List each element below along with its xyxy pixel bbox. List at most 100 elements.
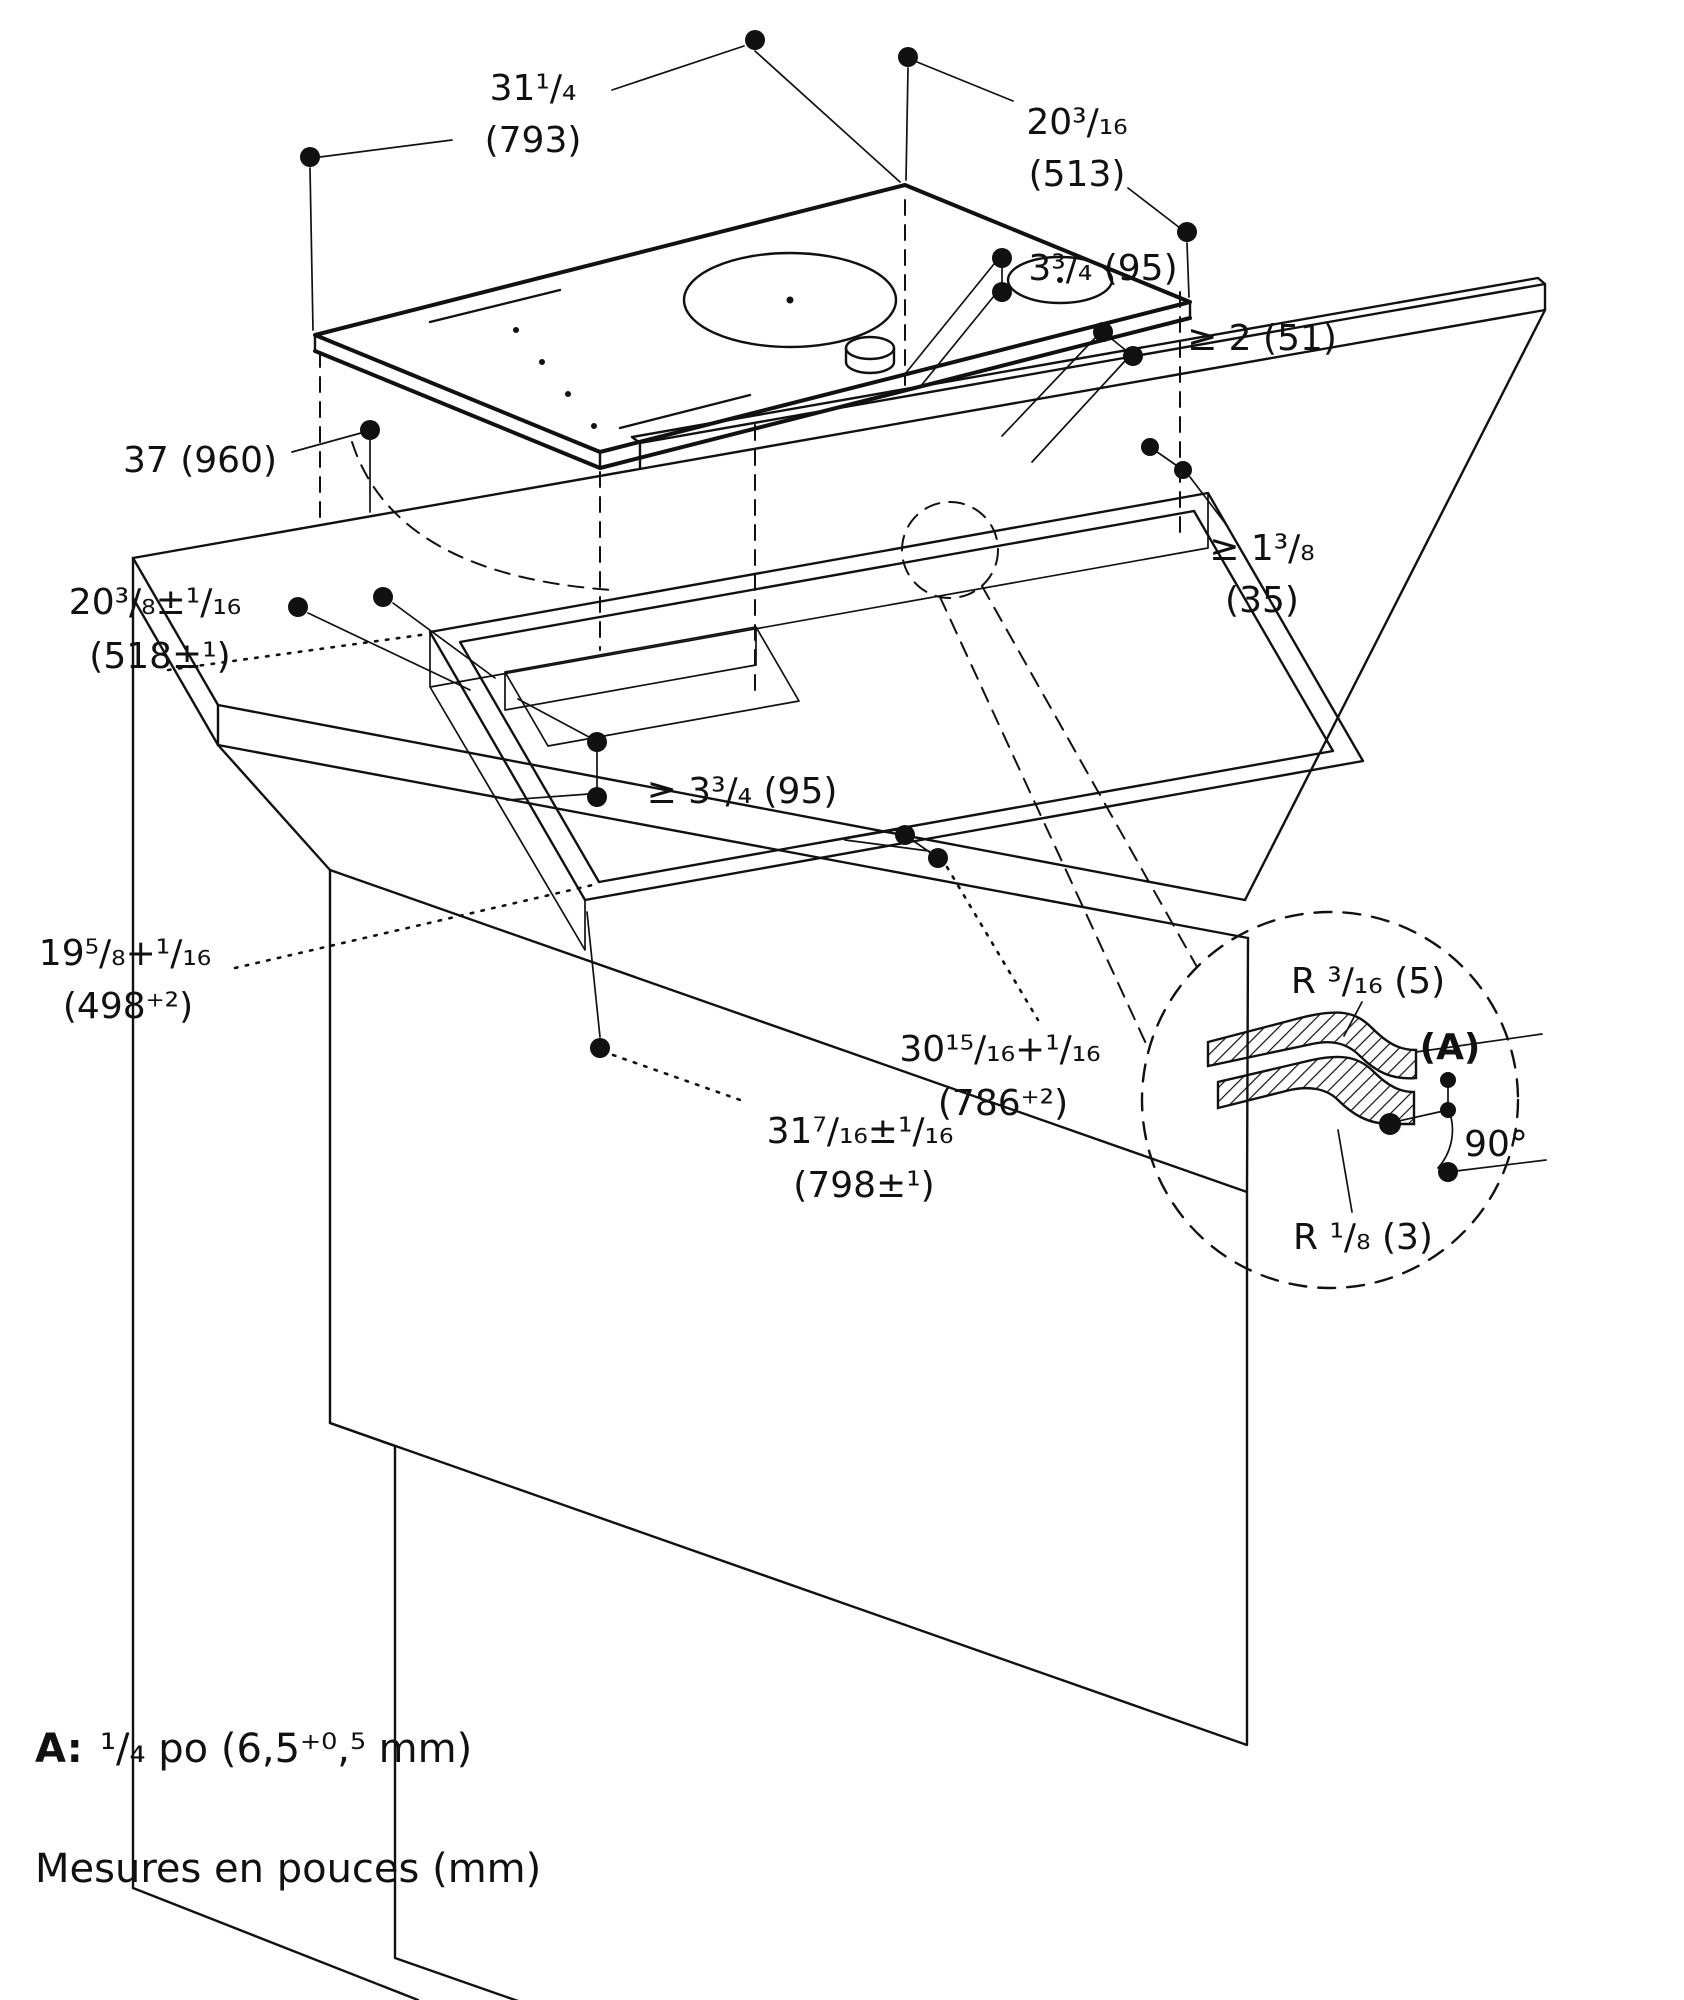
control-knob: [844, 335, 896, 375]
cooking-zone-large-center: [786, 296, 794, 304]
dim-ledge-depth-in: 19⁵/₈+¹/₁₆: [39, 933, 211, 974]
dim-leaders: [1001, 331, 1134, 463]
detail-angle: 90°: [1464, 1124, 1528, 1165]
zone-marking-lines: [428, 288, 752, 430]
detail-ref-lines: [1337, 1001, 1547, 1213]
detail-source-circle: [901, 501, 999, 599]
detail-radius-bottom: R ¹/₈ (3): [1293, 1217, 1433, 1258]
cabinet-left-side: [131, 596, 420, 2000]
detail-dot: [1438, 1162, 1458, 1182]
cutout-opening: [428, 491, 1365, 902]
dim-cooktop-height: 3³/₄ (95): [1028, 248, 1177, 289]
dim-cutout-width: 31⁷/₁₆±¹/₁₆ (798±¹): [586, 911, 954, 1206]
dim-dot: [745, 30, 765, 50]
dim-rail-gap-mm: (35): [1225, 580, 1299, 621]
note-units: Mesures en pouces (mm): [35, 1846, 541, 1892]
dim-cooktop-height: 3³/₄ (95): [904, 248, 1178, 388]
counter-back-edge: [131, 308, 1547, 560]
dim-ledge-depth-mm: (498⁺²): [63, 986, 193, 1027]
dim-dot: [590, 1038, 610, 1058]
dim-cutout-depth: 20³/₈±¹/₁₆ (518±¹): [69, 582, 430, 677]
detail-profile-lower: [1216, 1055, 1416, 1126]
knob-body: [844, 346, 896, 375]
cutout-inner-walls: [429, 492, 1209, 951]
dim-counter-height: 37 (960): [123, 420, 380, 513]
dim-ledge-width: 30¹⁵/₁₆+¹/₁₆ (786⁺²): [801, 825, 1101, 1124]
worktop-cutout: [428, 491, 1365, 951]
glass-dot: [513, 327, 519, 333]
counter-setback-edge: [216, 743, 332, 872]
dim-leaders: [309, 45, 901, 331]
dim-leaders: [904, 257, 1003, 388]
cooktop: [313, 183, 1192, 470]
dim-dot: [1177, 222, 1197, 242]
dim-cutout-depth-mm: (518±¹): [89, 636, 230, 677]
glass-dot: [591, 423, 597, 429]
dim-cutout-depth-in: 20³/₈±¹/₁₆: [69, 582, 241, 623]
dim-cutout-width-in: 31⁷/₁₆±¹/₁₆: [767, 1111, 954, 1152]
dim-cutout-width-mm: (798±¹): [793, 1165, 934, 1206]
dim-dotted-leader: [611, 1053, 748, 1104]
backsplash-rail: [630, 276, 1547, 471]
projection-arc: [351, 441, 613, 591]
dim-leaders: [506, 698, 598, 801]
detail-profile-upper: [1206, 1011, 1418, 1080]
clamp-dot: [288, 597, 308, 617]
cooking-zone-small: [1006, 255, 1114, 305]
cooktop-side-edges: [313, 300, 1192, 470]
cooktop-bottom-edge: [313, 316, 1192, 470]
detail-point-a: (A): [1420, 1027, 1481, 1068]
detail-corner-dot: [1379, 1113, 1401, 1135]
dim-wall-clearance: ≥ 2 (51): [1001, 318, 1337, 463]
dim-dot: [360, 420, 380, 440]
dim-leaders: [1149, 446, 1229, 528]
counter-break-front: [1245, 936, 1250, 1194]
dim-wall-clearance: ≥ 2 (51): [1187, 318, 1337, 359]
dim-cooktop-width-mm: (793): [485, 120, 582, 161]
projection-lines: [319, 199, 1181, 701]
glass-dot: [565, 391, 571, 397]
counter-front-bottom-edge: [216, 743, 1250, 940]
detail-connectors: [939, 585, 1198, 1049]
dim-leaders: [586, 911, 601, 1038]
dim-below-clearance: ≥ 3³/₄ (95): [647, 771, 838, 812]
dim-leaders: [905, 61, 1190, 298]
clamp-leaders: [307, 602, 496, 691]
cooking-zone-large: [682, 251, 898, 349]
cabinet-front-face: [328, 868, 1249, 1747]
cutout-sub-box: [504, 626, 800, 747]
note-a-key: A:: [35, 1726, 83, 1772]
detail-magnifier-circle: [1140, 910, 1520, 1290]
cutout-inner-ledge: [458, 509, 1335, 884]
dim-dot: [300, 147, 320, 167]
dim-ledge-width-mm: (786⁺²): [938, 1083, 1068, 1124]
dim-cooktop-depth-in: 20³/₁₆: [1026, 102, 1127, 143]
cabinet-plinth: [328, 1421, 519, 2000]
dim-cooktop-depth: 20³/₁₆ (513): [898, 47, 1197, 298]
dim-cooktop-width: 31¹/₄ (793): [300, 30, 901, 331]
dim-dotted-leader: [166, 632, 430, 672]
rail-outline: [630, 276, 1547, 471]
dim-cooktop-depth-mm: (513): [1029, 154, 1126, 195]
dim-dotted-leader: [945, 865, 1040, 1022]
dim-cooktop-width-in: 31¹/₄: [490, 68, 577, 109]
dim-leaders: [291, 432, 371, 513]
clamp-dot: [373, 587, 393, 607]
dim-rail-gap-in: ≥ 1³/₈: [1209, 528, 1315, 569]
clamp-markers-left: [288, 587, 496, 691]
glass-dot: [539, 359, 545, 365]
note-a-value: ¹/₄ po (6,5⁺⁰,⁵ mm): [100, 1726, 472, 1772]
dim-counter-height: 37 (960): [123, 440, 277, 481]
counter-break-edge: [1243, 308, 1547, 902]
dim-dot: [898, 47, 918, 67]
countertop: [131, 308, 1547, 2000]
dim-ledge-depth: 19⁵/₈+¹/₁₆ (498⁺²): [39, 882, 599, 1027]
knob-top: [844, 335, 896, 361]
dim-dotted-leader: [233, 882, 599, 970]
detail-radius-top: R ³/₁₆ (5): [1291, 961, 1445, 1002]
counter-front-top-edge: [216, 703, 1247, 902]
dim-ledge-width-in: 30¹⁵/₁₆+¹/₁₆: [899, 1029, 1100, 1070]
edge-detail: R ³/₁₆ (5) (A) 90° R ¹/₈ (3): [901, 501, 1547, 1290]
